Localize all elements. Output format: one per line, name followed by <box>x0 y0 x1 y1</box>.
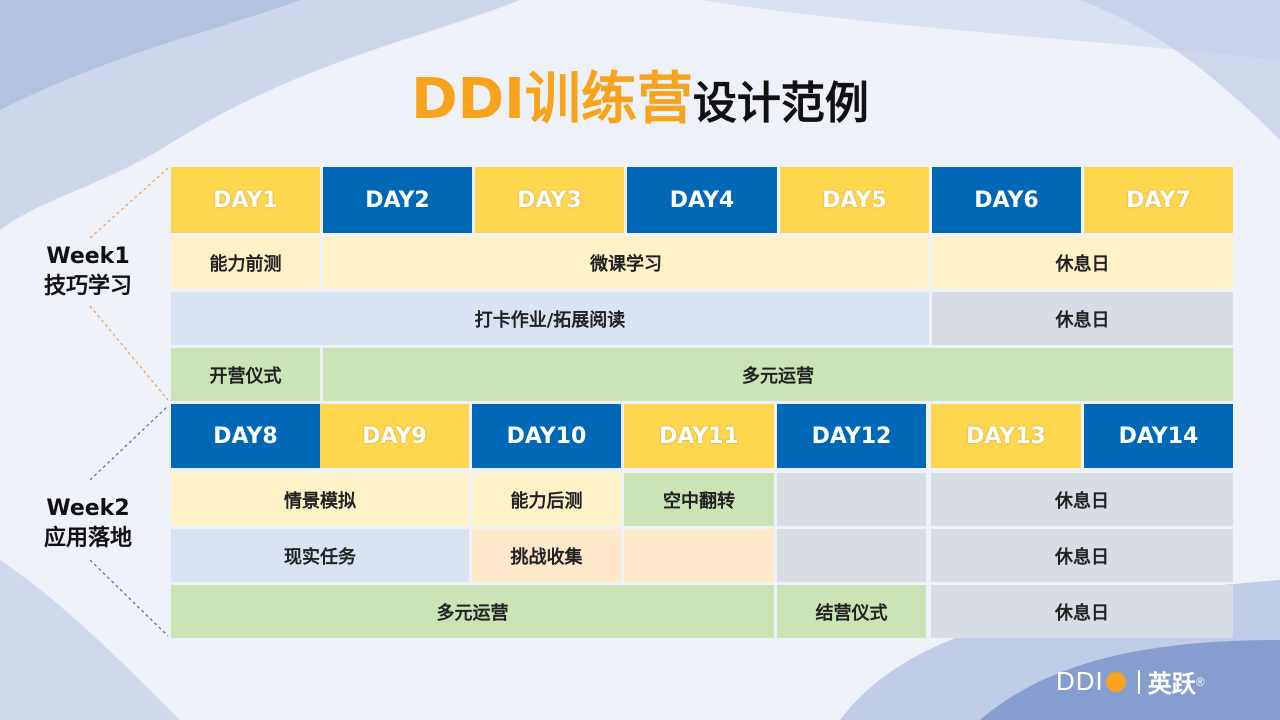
day-header-day8: DAY8 <box>171 404 320 468</box>
day-header-day4: DAY4 <box>627 167 777 233</box>
activity-rest-day: 休息日 <box>931 473 1233 526</box>
logo-ddi-text: DDI <box>1056 666 1104 696</box>
day-header-day2: DAY2 <box>323 167 472 233</box>
day-header-day9: DAY9 <box>320 404 469 468</box>
week2-label: Week2 应用落地 <box>30 494 146 553</box>
week1-line2: 技巧学习 <box>43 273 132 299</box>
day-header-day1: DAY1 <box>171 167 320 233</box>
activity-scenario-simulation: 情景模拟 <box>171 473 469 526</box>
day-header-day13: DAY13 <box>931 404 1081 468</box>
activity-micro-course: 微课学习 <box>323 236 929 289</box>
day-header-day10: DAY10 <box>472 404 621 468</box>
day-header-day5: DAY5 <box>780 167 929 233</box>
activity-closing-ceremony: 结营仪式 <box>777 585 926 638</box>
activity-opening-ceremony: 开营仪式 <box>171 348 320 401</box>
day-header-day12: DAY12 <box>777 404 926 468</box>
day-header-day14: DAY14 <box>1084 404 1233 468</box>
empty-cell <box>777 529 926 582</box>
logo-ball-icon <box>1105 671 1126 692</box>
activity-challenge-collection: 挑战收集 <box>472 529 621 582</box>
activity-ability-pretest: 能力前测 <box>171 236 320 289</box>
title-highlight: DDI训练营 <box>411 67 693 132</box>
company-logo: DDI 英跃 ® <box>1056 664 1205 699</box>
activity-rest-day: 休息日 <box>931 529 1233 582</box>
day-header-day7: DAY7 <box>1084 167 1233 233</box>
page-title: DDI训练营设计范例 <box>0 72 1280 128</box>
logo-cn-text: 英跃 <box>1147 671 1196 698</box>
activity-operations: 多元运营 <box>171 585 774 638</box>
activity-checkin-reading: 打卡作业/拓展阅读 <box>171 292 929 345</box>
activity-rest-day: 休息日 <box>931 585 1233 638</box>
week2-line2: 应用落地 <box>43 525 132 551</box>
activity-rest-day: 休息日 <box>932 292 1233 345</box>
empty-cell <box>777 473 926 526</box>
activity-real-task: 现实任务 <box>171 529 469 582</box>
day-header-day11: DAY11 <box>624 404 774 468</box>
activity-rest-day: 休息日 <box>932 236 1233 289</box>
activity-flipped-class: 空中翻转 <box>624 473 774 526</box>
week1-label: Week1 技巧学习 <box>30 242 146 301</box>
empty-cell <box>624 529 774 582</box>
week1-line1: Week1 <box>46 244 130 269</box>
week2-line1: Week2 <box>46 496 130 521</box>
activity-ability-posttest: 能力后测 <box>472 473 621 526</box>
logo-divider <box>1137 669 1140 694</box>
title-rest: 设计范例 <box>692 78 869 129</box>
day-header-day3: DAY3 <box>475 167 624 233</box>
registered-mark: ® <box>1195 674 1205 689</box>
day-header-day6: DAY6 <box>932 167 1081 233</box>
activity-operations: 多元运营 <box>323 348 1233 401</box>
